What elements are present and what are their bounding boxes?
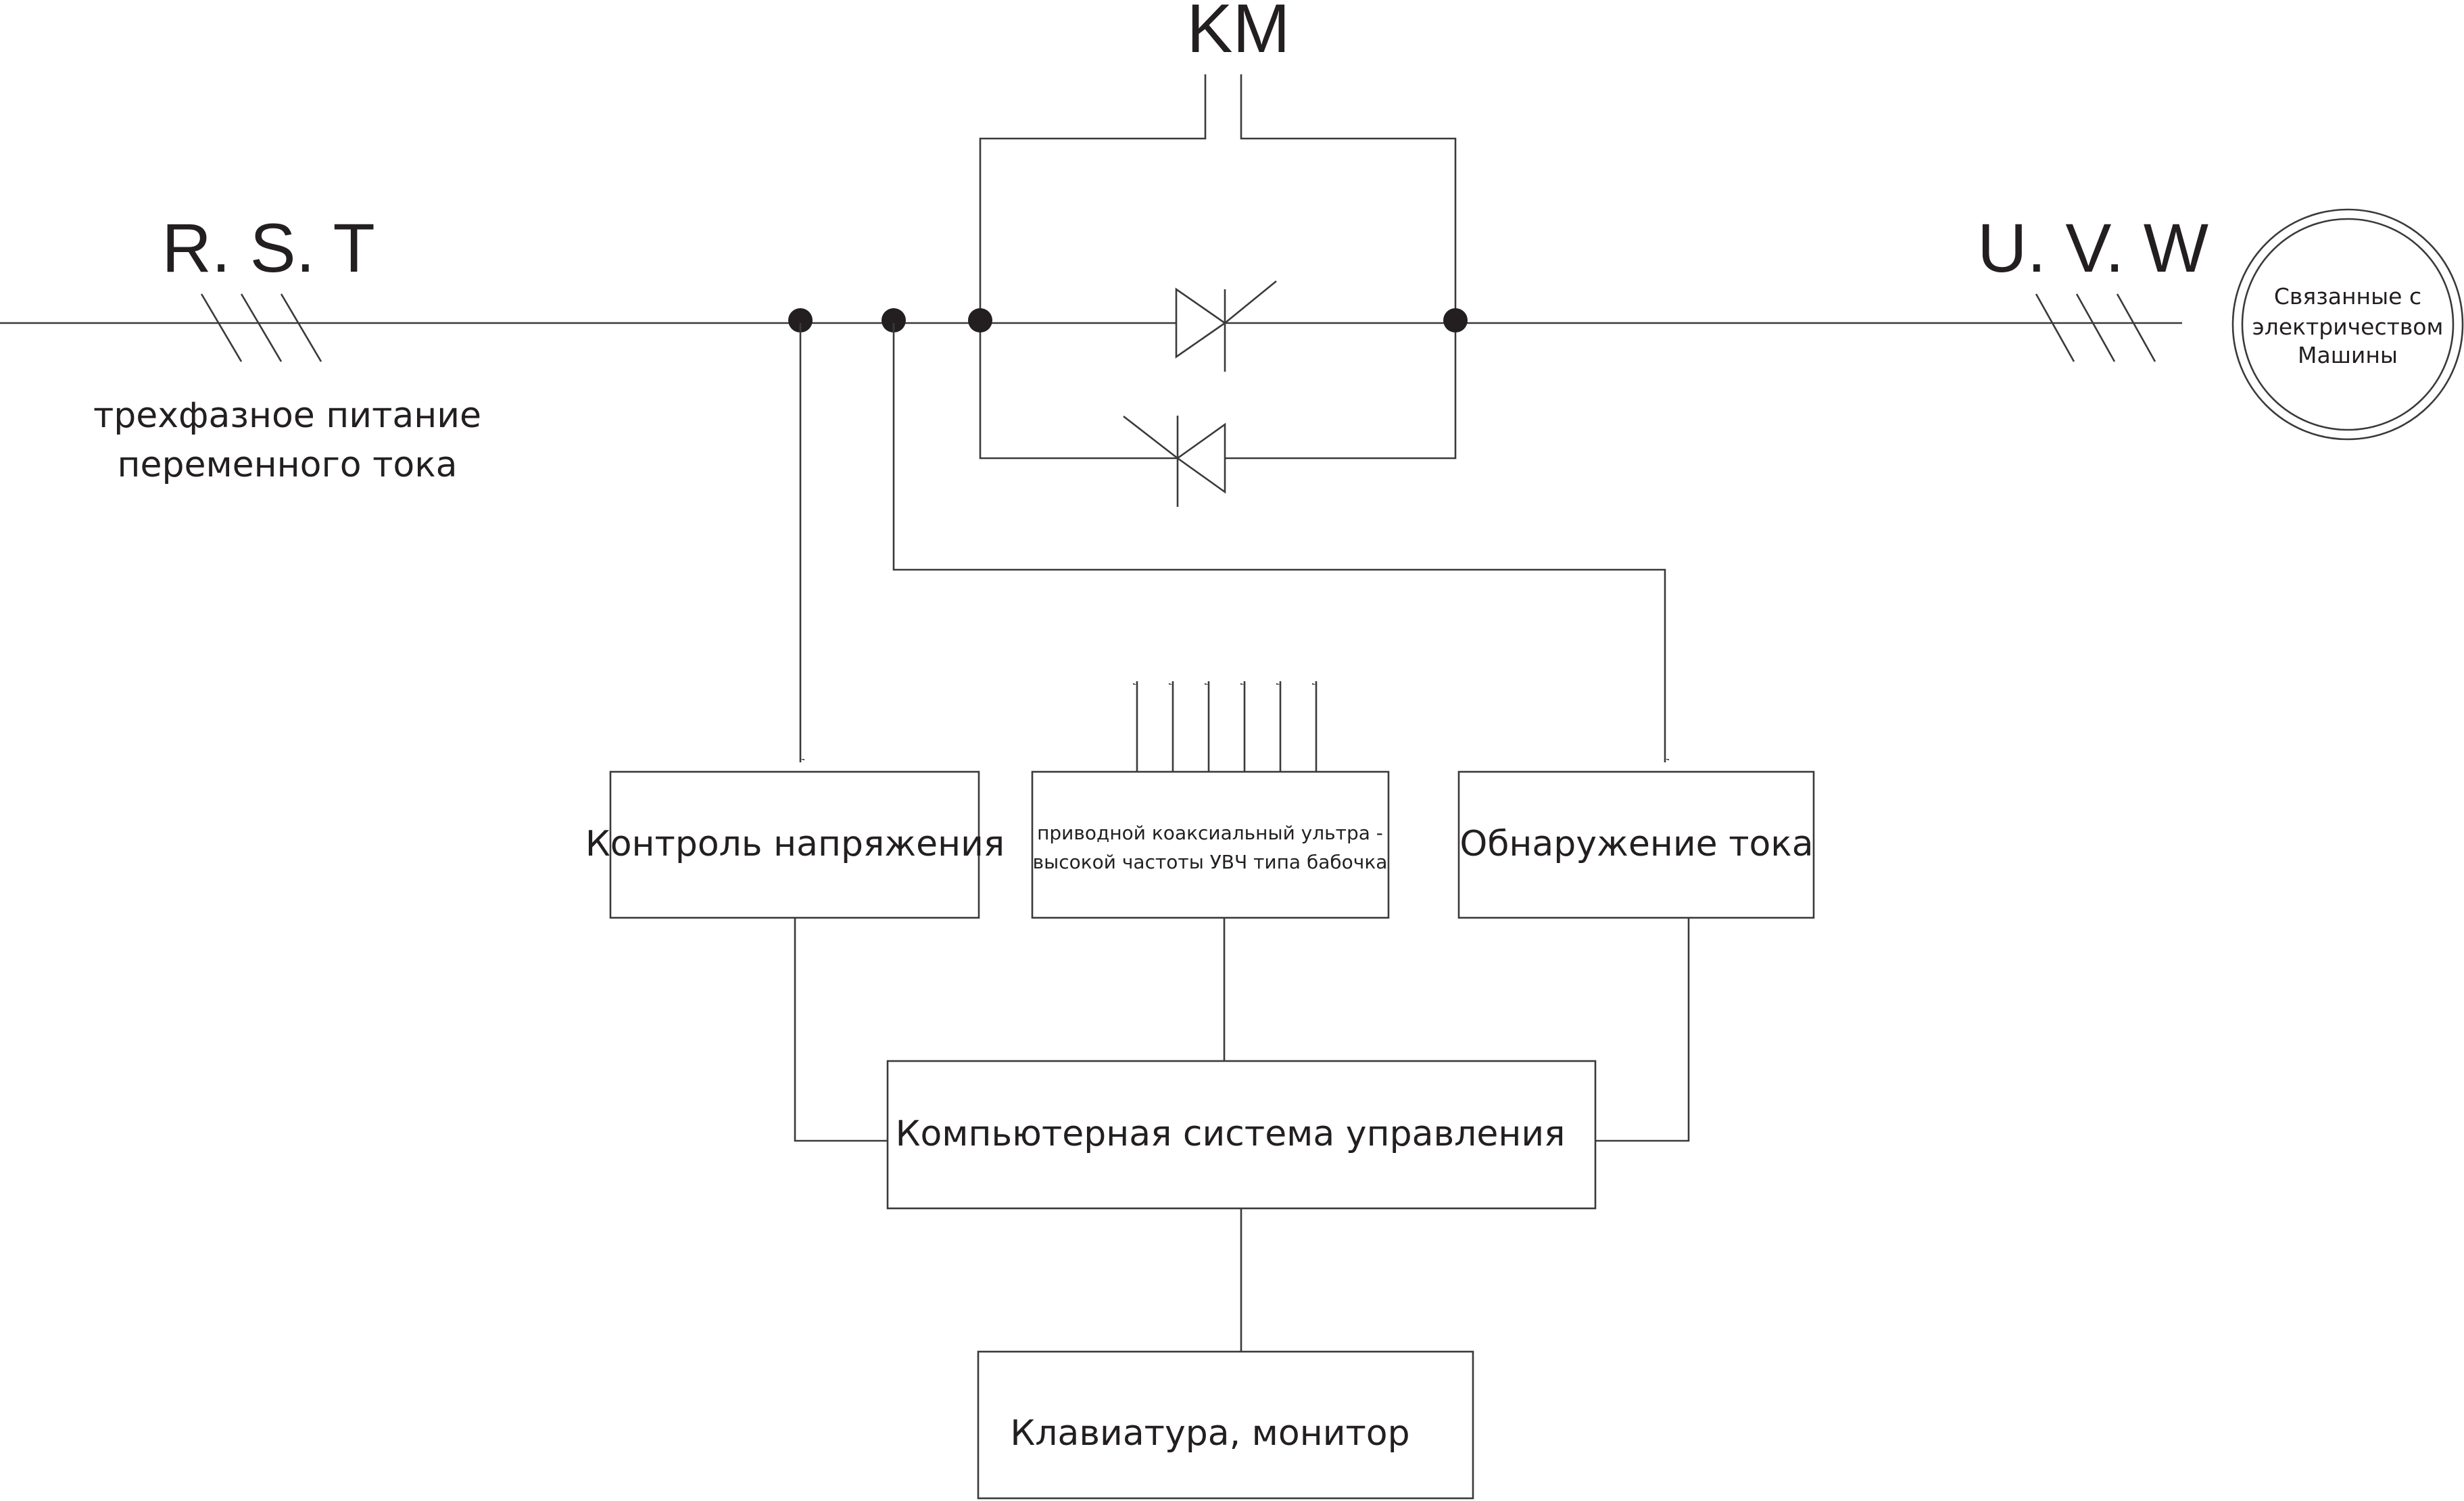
- input-caption-line1: трехфазное питание: [93, 395, 481, 436]
- contactor-km: [979, 74, 1457, 323]
- keyboard-monitor-label: Клавиатура, монитор: [1010, 1413, 1409, 1454]
- keyboard-monitor-block: [977, 1350, 1474, 1500]
- load-label-line2: электричеством: [2252, 314, 2444, 340]
- driver-label-line2: высокой частоты УВЧ типа бабочка: [1033, 851, 1388, 873]
- current-to-computer-line: [1595, 918, 1690, 1142]
- driver-output-arrows: [1137, 681, 1318, 772]
- current-detection-label: Обнаружение тока: [1459, 824, 1813, 864]
- driver-block: [1031, 770, 1390, 919]
- thyristor-forward: [980, 280, 1455, 372]
- output-label: U. V. W: [1977, 210, 2208, 287]
- junction-node-bypass-right: [1443, 308, 1468, 333]
- voltage-control-block: [609, 770, 980, 919]
- input-phase-ticks: [200, 293, 322, 362]
- load-machine-circle: [2231, 208, 2464, 441]
- output-phase-ticks: [2035, 293, 2156, 362]
- junction-node-bypass-left: [968, 308, 992, 333]
- computer-control-label: Компьютерная система управления: [896, 1114, 1566, 1154]
- computer-control-block: [886, 1060, 1597, 1210]
- input-caption-line2: переменного тока: [117, 445, 457, 485]
- current-sense-line: [892, 323, 1665, 762]
- voltage-to-computer-line: [794, 918, 888, 1142]
- load-label-line1: Связанные с: [2274, 283, 2421, 310]
- current-detection-block: [1457, 770, 1815, 919]
- junction-node-current: [881, 308, 906, 333]
- thyristor-reverse: [979, 323, 1457, 507]
- voltage-control-label: Контроль напряжения: [585, 824, 1005, 864]
- input-label: R. S. T: [162, 210, 375, 287]
- load-label-line3: Машины: [2298, 342, 2398, 368]
- contactor-label: KM: [1187, 0, 1290, 67]
- driver-label-line1: приводной коаксиальный ультра -: [1037, 822, 1383, 844]
- junction-node-voltage: [788, 308, 813, 333]
